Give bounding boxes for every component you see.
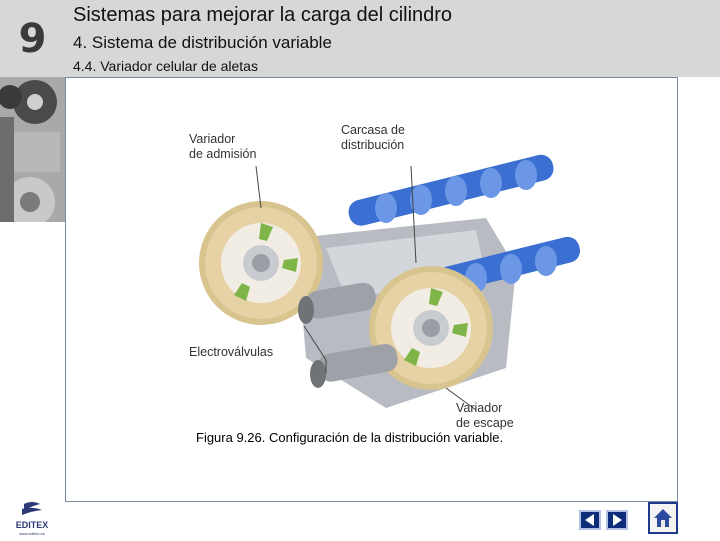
solenoids-label: Electroválvulas xyxy=(189,345,273,360)
housing-label-line1: Carcasa de xyxy=(341,123,405,138)
housing-label: Carcasa de distribución xyxy=(341,123,405,153)
content-frame: Variador de admisión Carcasa de distribu… xyxy=(65,77,678,502)
svg-text:EDITEX: EDITEX xyxy=(16,520,49,530)
distribution-figure: Variador de admisión Carcasa de distribu… xyxy=(186,118,586,433)
figure-caption: Figura 9.26. Configuración de la distrib… xyxy=(196,430,503,445)
variable-valve-timing-illustration xyxy=(186,118,586,433)
engine-chain-image xyxy=(0,77,65,222)
section-subtitle: 4. Sistema de distribución variable xyxy=(73,33,332,53)
chapter-number: 9 xyxy=(19,16,47,62)
chapter-number-box: 9 xyxy=(0,0,65,77)
svg-text:www.editex.es: www.editex.es xyxy=(19,531,45,536)
sidebar-engine-photo xyxy=(0,77,65,222)
intake-variator-label: Variador de admisión xyxy=(189,132,256,162)
editex-logo-mark: EDITEX www.editex.es xyxy=(10,500,54,536)
exhaust-variator-label-line2: de escape xyxy=(456,416,514,431)
page-title: Sistemas para mejorar la carga del cilin… xyxy=(73,4,452,27)
exhaust-variator-label-line1: Variador xyxy=(456,401,514,416)
intake-variator-label-line2: de admisión xyxy=(189,147,256,162)
prev-arrow-icon xyxy=(583,513,597,527)
next-page-button[interactable] xyxy=(606,510,628,530)
editex-logo: EDITEX www.editex.es xyxy=(10,500,54,536)
intake-variator-label-line1: Variador xyxy=(189,132,256,147)
subsection-subtitle: 4.4. Variador celular de aletas xyxy=(73,58,258,74)
next-arrow-icon xyxy=(610,513,624,527)
housing-label-line2: distribución xyxy=(341,138,405,153)
exhaust-variator-label: Variador de escape xyxy=(456,401,514,431)
home-icon xyxy=(652,507,674,529)
prev-page-button[interactable] xyxy=(579,510,601,530)
home-button[interactable] xyxy=(648,502,678,534)
